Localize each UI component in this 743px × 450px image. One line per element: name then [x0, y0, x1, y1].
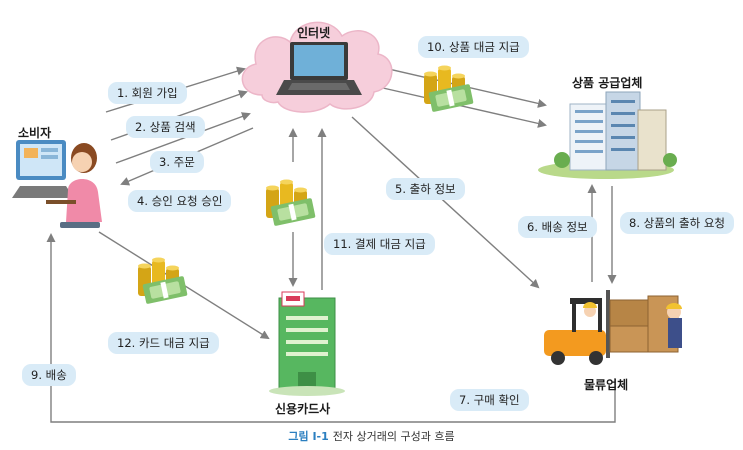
- step-label-settlement-payment: 11. 결제 대금 지급: [324, 233, 435, 255]
- step-label-shipment-request: 8. 상품의 출하 요청: [620, 212, 734, 234]
- node-label-logistics: 물류업체: [584, 378, 629, 392]
- laptop-icon: [276, 42, 362, 95]
- node-label-supplier: 상품 공급업체: [572, 76, 643, 90]
- supplier-buildings-icon: [538, 91, 677, 179]
- money-stack-icon-card-payment: [138, 257, 188, 305]
- step-label-shipping-info: 5. 출하 정보: [386, 178, 465, 200]
- step-label-purchase-confirm: 7. 구매 확인: [450, 389, 529, 411]
- card-company-building-icon: [269, 291, 345, 396]
- step-label-card-payment: 12. 카드 대금 지급: [108, 332, 219, 354]
- step-label-signup: 1. 회원 가입: [108, 82, 187, 104]
- node-label-consumer: 소비자: [18, 126, 52, 140]
- step-label-delivery: 9. 배송: [22, 364, 76, 386]
- money-stack-icon-supplier: [424, 65, 474, 113]
- node-label-internet: 인터넷: [297, 26, 331, 40]
- arrow-order: [115, 112, 251, 164]
- step-label-approval: 4. 승인 요청 승인: [128, 190, 232, 212]
- money-stack-icon-card-settlement: [266, 179, 316, 227]
- figure-number: 그림 Ⅰ-1: [288, 430, 329, 443]
- arrow-delivery-loop: [46, 233, 616, 423]
- node-label-card-company: 신용카드사: [275, 402, 331, 416]
- arrow-internet-supplier-2: [382, 87, 547, 128]
- consumer-shopping-icon: [12, 140, 102, 228]
- step-label-order: 3. 주문: [150, 151, 204, 173]
- arrow-shipping-info: [351, 116, 540, 289]
- figure-caption-text: 전자 상거래의 구성과 흐름: [332, 430, 455, 443]
- step-label-delivery-info: 6. 배송 정보: [518, 216, 597, 238]
- step-label-search: 2. 상품 검색: [126, 116, 205, 138]
- logistics-forklift-icon: [544, 290, 682, 365]
- step-label-product-payment: 10. 상품 대금 지급: [418, 36, 529, 58]
